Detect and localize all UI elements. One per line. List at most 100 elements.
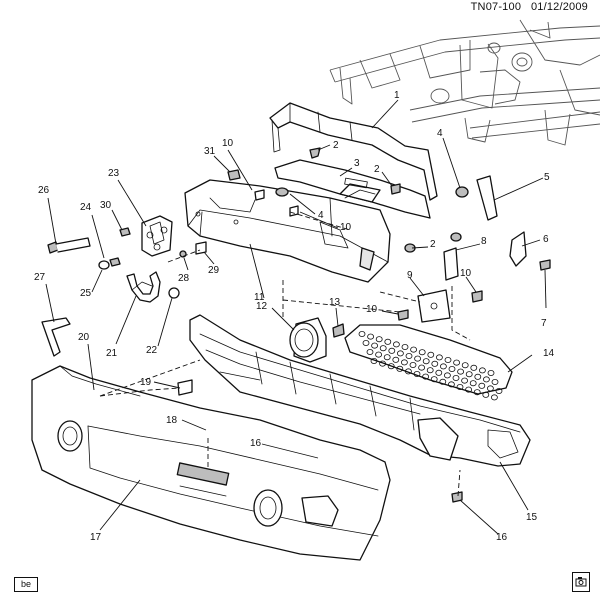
upper-bracket xyxy=(269,102,438,201)
grille-hole xyxy=(370,357,378,364)
bolt-2b xyxy=(390,183,401,195)
bracket-5 xyxy=(476,175,498,221)
grille-hole xyxy=(443,372,451,379)
right-brackets xyxy=(417,175,527,323)
grille-hole xyxy=(469,380,477,387)
callout-5: 5 xyxy=(544,172,550,183)
grille-hole xyxy=(366,348,374,355)
grille-hole xyxy=(461,362,469,369)
grille-hole xyxy=(447,381,455,388)
front-fascia xyxy=(31,365,391,561)
diagram-date: 01/12/2009 xyxy=(530,1,588,13)
grille-hole xyxy=(422,358,430,365)
grille-hole xyxy=(465,386,473,393)
callout-19: 19 xyxy=(140,377,152,388)
bumper-beam xyxy=(184,179,391,283)
callout-16: 16 xyxy=(250,438,262,449)
callout-16: 16 xyxy=(496,532,508,543)
grille-hole xyxy=(379,360,387,367)
grille-hole xyxy=(465,371,473,378)
callout-9: 9 xyxy=(407,270,413,281)
bracket-9 xyxy=(417,289,451,323)
callout-10: 10 xyxy=(340,222,352,233)
callout-4: 4 xyxy=(318,210,324,221)
callout-14: 14 xyxy=(543,348,555,359)
view-badge: be xyxy=(14,577,38,592)
callout-1: 1 xyxy=(394,90,400,101)
callout-7: 7 xyxy=(541,318,547,329)
bolt-7 xyxy=(539,259,551,271)
grille-hole xyxy=(474,373,482,380)
bolt xyxy=(47,237,91,254)
callout-26: 26 xyxy=(38,185,50,196)
grille-hole xyxy=(439,378,447,385)
callout-6: 6 xyxy=(543,234,549,245)
grille-hole xyxy=(431,360,439,367)
diagram-code: TN07-100 xyxy=(470,1,522,13)
grille-hole xyxy=(396,350,404,357)
grille-hole xyxy=(426,367,434,374)
clip-10a xyxy=(254,189,265,201)
callout-10: 10 xyxy=(222,138,234,149)
callout-10: 10 xyxy=(366,304,378,315)
callout-8: 8 xyxy=(481,236,487,247)
grille-hole xyxy=(435,369,443,376)
grille-hole xyxy=(482,391,490,398)
callout-17: 17 xyxy=(90,532,102,543)
grille-hole xyxy=(409,361,417,368)
nut-4b xyxy=(455,186,469,198)
grille-hole xyxy=(392,356,400,363)
grille-hole xyxy=(478,367,486,374)
grille-hole xyxy=(491,378,499,385)
grille-hole xyxy=(383,354,391,361)
grille-hole xyxy=(387,363,395,370)
grille-hole xyxy=(375,351,383,358)
bracket-8 xyxy=(443,247,459,281)
callout-3: 3 xyxy=(354,158,360,169)
clip-10b xyxy=(289,205,299,217)
grille-hole xyxy=(453,359,461,366)
left-mount-bracket xyxy=(141,215,173,257)
clip-31 xyxy=(227,169,241,181)
grille-hole xyxy=(418,349,426,356)
grille-hole xyxy=(392,341,400,348)
grille-hole xyxy=(473,389,481,396)
callout-28: 28 xyxy=(178,273,190,284)
grille-hole xyxy=(470,364,478,371)
grille-hole xyxy=(418,364,426,371)
callout-31: 31 xyxy=(204,146,216,157)
diagram-header: TN07-100 01/12/2009 xyxy=(471,1,588,13)
inner-bracket xyxy=(274,159,431,219)
grille-hole xyxy=(401,343,409,350)
callout-25: 25 xyxy=(80,288,92,299)
clip-19 xyxy=(177,379,193,396)
alignment-lines xyxy=(99,211,471,497)
callout-4: 4 xyxy=(437,128,443,139)
callout-30: 30 xyxy=(100,200,112,211)
grille-hole xyxy=(375,336,383,343)
tow-hook xyxy=(126,271,161,303)
callout-22: 22 xyxy=(146,345,158,356)
grille-hole xyxy=(478,382,486,389)
grille-hole xyxy=(413,370,421,377)
grille-hole xyxy=(461,377,469,384)
grille-hole xyxy=(482,376,490,383)
grille-hole xyxy=(427,351,435,358)
callout-leaders xyxy=(45,99,547,535)
nut-4a xyxy=(275,187,289,197)
grille-hole xyxy=(487,369,495,376)
energy-absorber xyxy=(189,314,531,467)
grille-hole xyxy=(404,368,412,375)
grille-hole xyxy=(405,352,413,359)
clip-10d xyxy=(397,309,409,321)
callout-11: 11 xyxy=(254,292,265,303)
grille-hole xyxy=(396,365,404,372)
callout-12: 12 xyxy=(256,301,268,312)
bracket-6 xyxy=(509,231,527,267)
callout-27: 27 xyxy=(34,272,46,283)
washer-25 xyxy=(98,260,110,270)
grille-hole xyxy=(490,394,498,401)
grille-hole xyxy=(362,339,370,346)
